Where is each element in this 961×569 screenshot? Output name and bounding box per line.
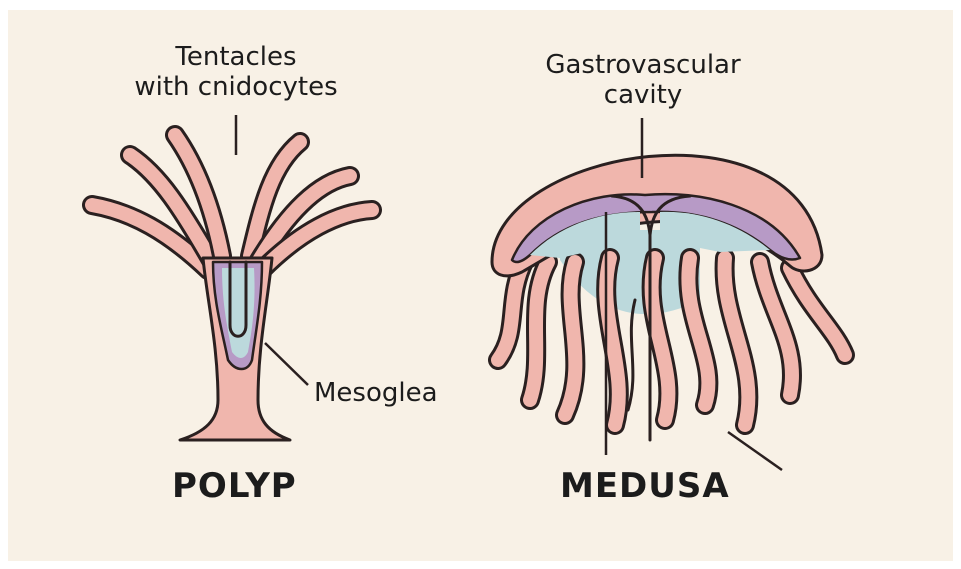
- mesoglea-leader-line: [265, 343, 308, 385]
- medusa-title: MEDUSA: [560, 466, 730, 506]
- mesoglea-label: Mesoglea: [314, 378, 438, 408]
- medusa-pointer-line-right: [728, 432, 782, 470]
- polyp-title: POLYP: [172, 466, 297, 506]
- cavity-label-line1: Gastrovascular: [518, 50, 768, 80]
- medusa-tentacle: [628, 300, 635, 410]
- cavity-label: Gastrovascular cavity: [518, 50, 768, 110]
- medusa-drawing: [492, 155, 845, 440]
- medusa-tentacle: [790, 268, 845, 355]
- tentacles-label-line1: Tentacles: [118, 42, 354, 72]
- cavity-label-line2: cavity: [518, 80, 768, 110]
- tentacles-label: Tentacles with cnidocytes: [118, 42, 354, 102]
- polyp-tentacles: [92, 135, 372, 270]
- tentacles-label-line2: with cnidocytes: [118, 72, 354, 102]
